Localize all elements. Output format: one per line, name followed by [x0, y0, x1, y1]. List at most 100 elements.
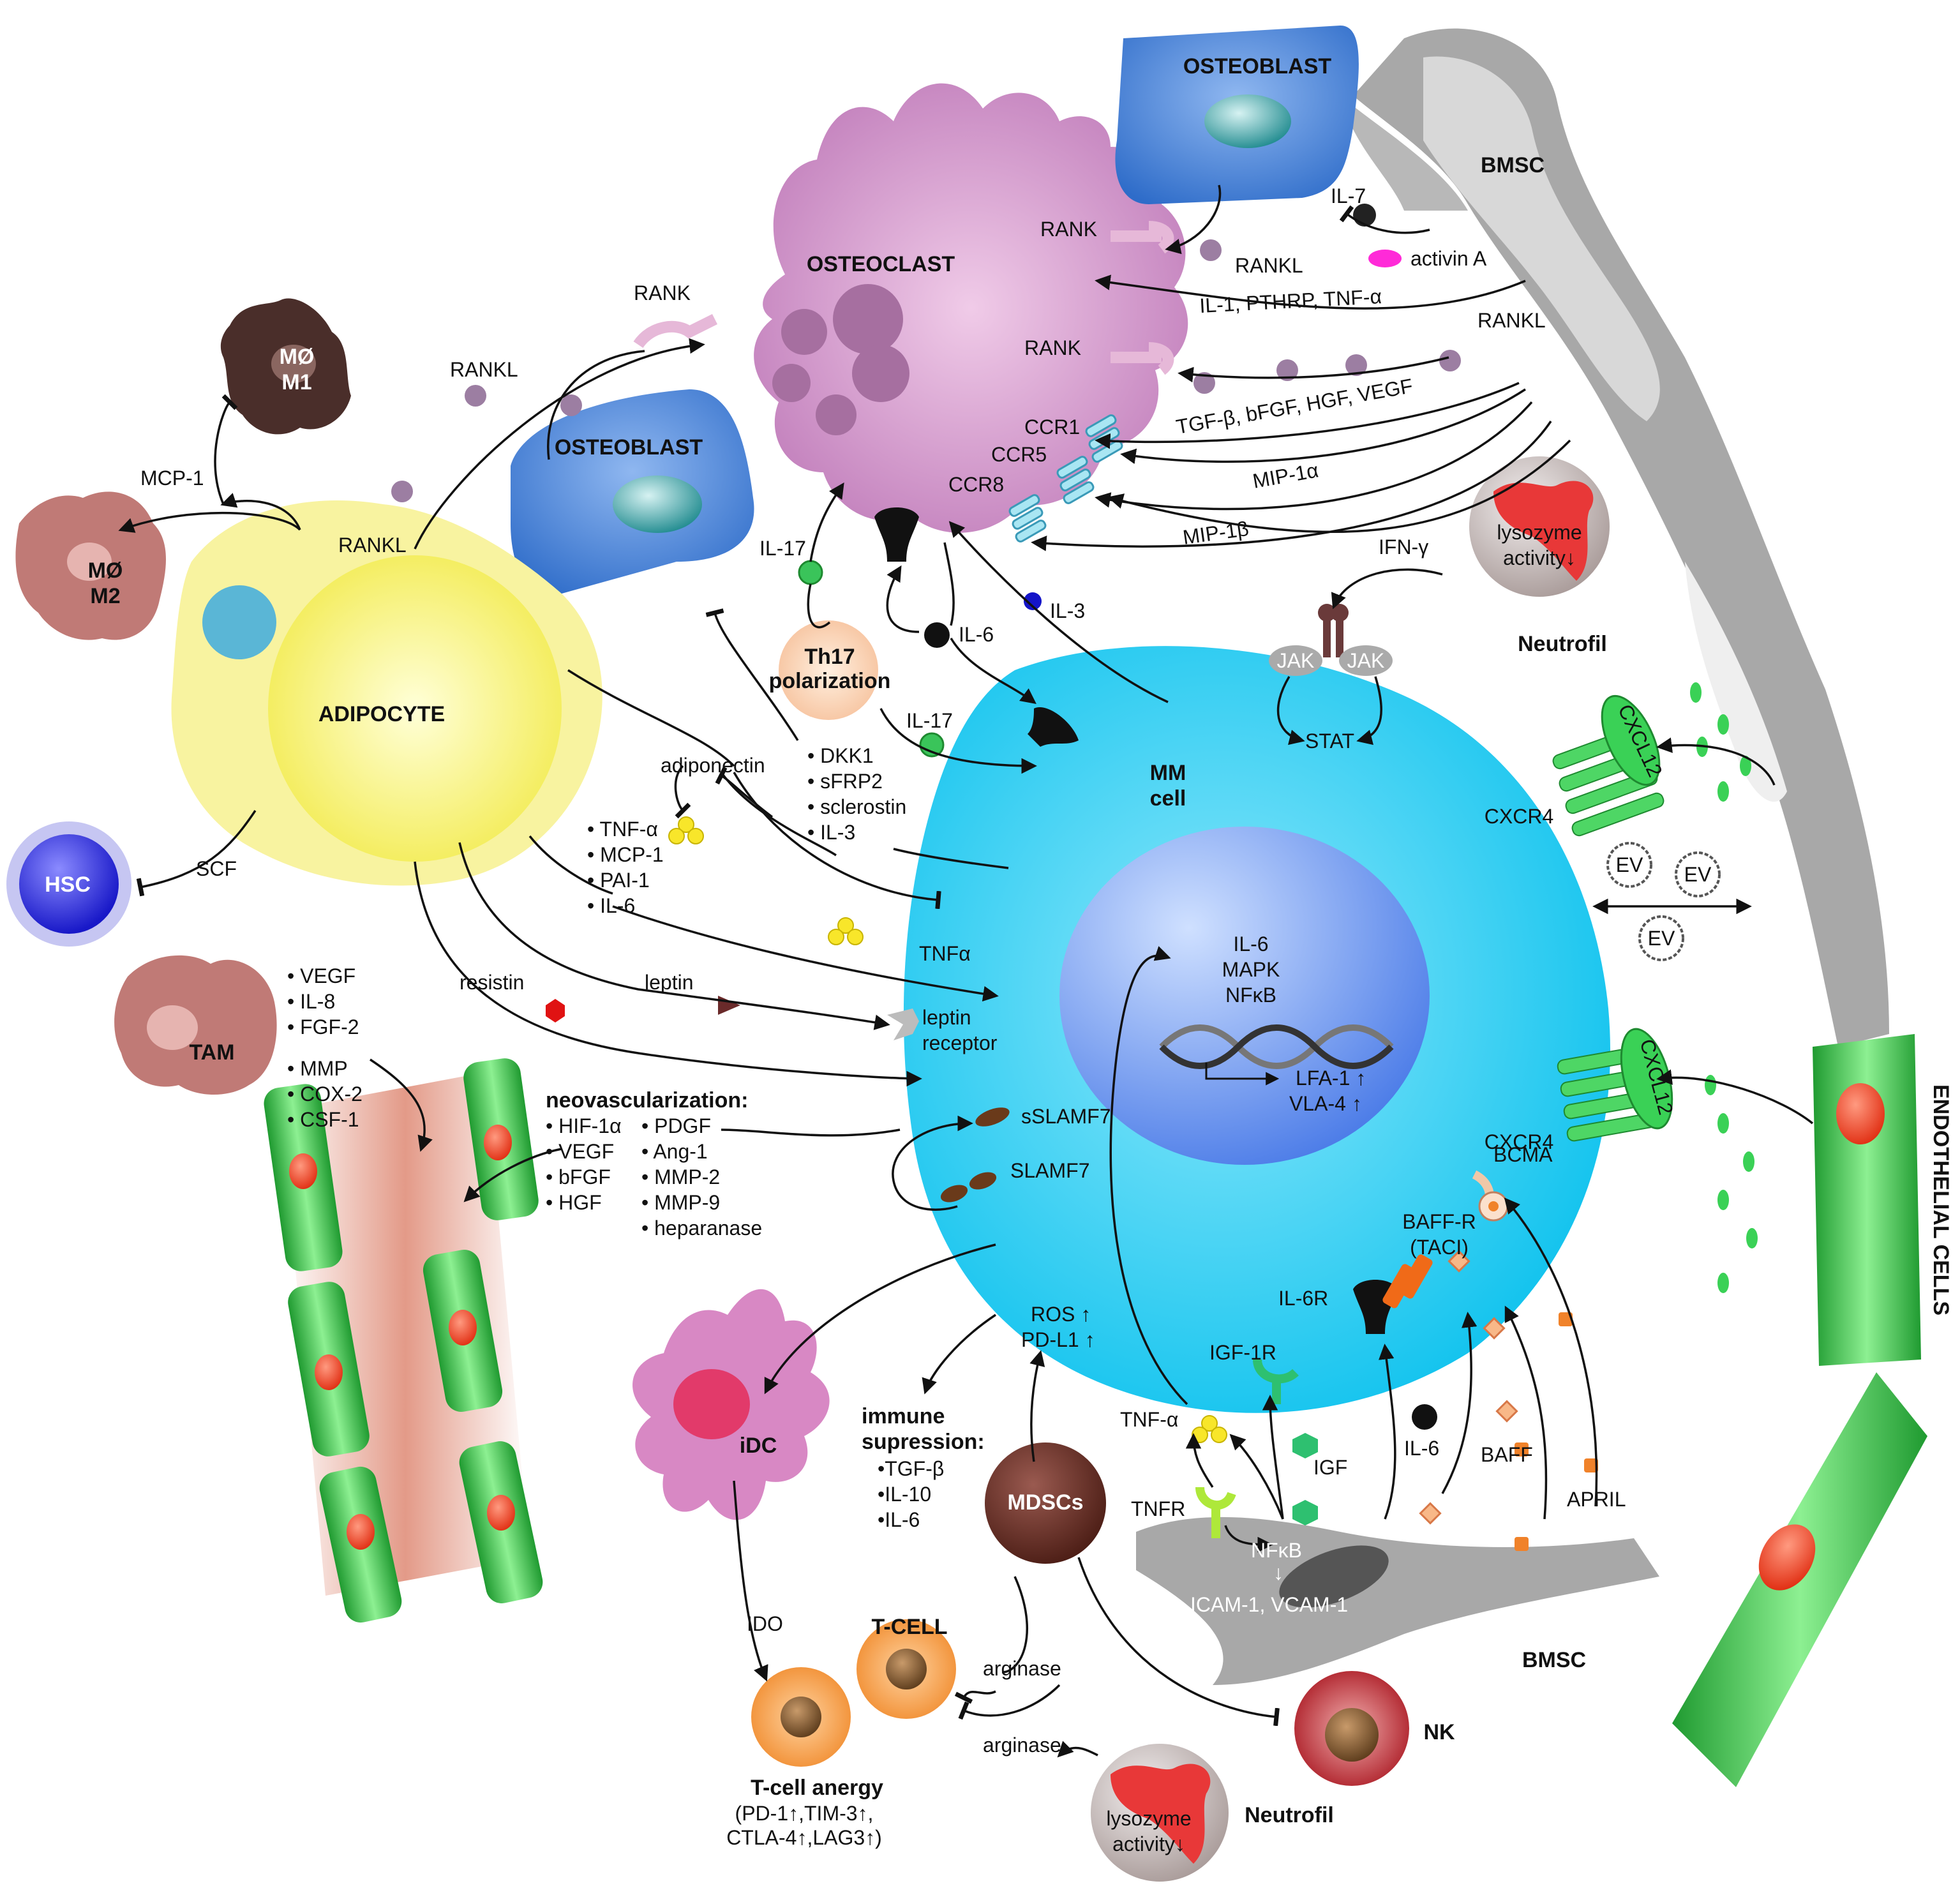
jak-1-label: JAK — [1277, 649, 1315, 672]
neovasc-title: neovascularization: — [546, 1088, 748, 1113]
mo-m2-label-1: MØ — [88, 558, 123, 583]
lysozyme-bottom-1: lysozyme — [1106, 1807, 1191, 1830]
baff-particles — [1419, 1250, 1518, 1525]
rank-receptors — [633, 221, 1174, 375]
adip-list-1: • MCP-1 — [587, 843, 664, 866]
baffr-label-2: (TACI) — [1410, 1236, 1469, 1259]
tnfa-mid-label: TNFα — [919, 942, 971, 965]
t-cell-label: T-CELL — [872, 1615, 948, 1639]
tam-list1-2: • FGF-2 — [287, 1015, 359, 1038]
neovasc-col2-2: • MMP-2 — [641, 1165, 720, 1188]
ev-vesicles: EV EV EV — [1606, 842, 1721, 961]
th17-cell: Th17 polarization — [769, 620, 890, 720]
nk-cell: NK — [1294, 1671, 1455, 1786]
tam-list2-1: • COX-2 — [287, 1083, 363, 1105]
tam-list2-0: • MMP — [287, 1057, 348, 1080]
dkk-list-1: • sFRP2 — [807, 770, 883, 793]
rankl-label-3: RANKL — [450, 358, 518, 381]
jak-stat-receptor: JAK JAK — [1269, 604, 1393, 676]
ev-vesicle: EV — [1606, 842, 1652, 888]
tnfa-particle-bottom — [1192, 1415, 1227, 1443]
bmsc-bottom-label: BMSC — [1522, 1648, 1586, 1672]
mdscs-cell: MDSCs — [985, 1442, 1106, 1564]
bmsc-stroma-right — [1340, 28, 1889, 1047]
activin-label: activin A — [1410, 247, 1487, 270]
bcma-icon — [1472, 1170, 1509, 1222]
pdl1-label: PD-L1 ↑ — [1021, 1328, 1095, 1351]
nucleus-label-1: MAPK — [1222, 958, 1280, 981]
svg-text:EV: EV — [1616, 853, 1643, 876]
lysozyme-bottom-2: activity↓ — [1112, 1832, 1185, 1855]
osteoclast-label: OSTEOCLAST — [807, 252, 955, 276]
mip1b-label: MIP-1β — [1181, 517, 1250, 549]
arginase-label-1: arginase — [983, 1657, 1061, 1680]
lysozyme-top-2: activity↓ — [1503, 546, 1576, 569]
dkk-list-2: • sclerostin — [807, 795, 906, 818]
neovasc-col2-0: • PDGF — [641, 1114, 711, 1137]
macrophage-m2: MØ M2 — [15, 491, 167, 640]
baff-label: BAFF — [1481, 1443, 1533, 1466]
immune-list-2: •IL-6 — [878, 1508, 920, 1531]
tam-list1-1: • IL-8 — [287, 990, 335, 1013]
april-label: APRIL — [1567, 1488, 1626, 1511]
ccr8-label: CCR8 — [948, 473, 1004, 496]
ev-vesicle: EV — [1675, 851, 1721, 897]
nk-label: NK — [1423, 1720, 1455, 1744]
idc-cell: iDC — [632, 1289, 830, 1520]
cxcr4-receptor-top: CXCL12 CXCR4 — [1485, 694, 1667, 837]
adipocyte: ADIPOCYTE — [171, 500, 602, 886]
rankl-particles — [391, 239, 1461, 502]
resistin-particle — [546, 999, 565, 1023]
nucleus-label-0: IL-6 — [1233, 933, 1268, 955]
neovasc-col1-3: • HGF — [546, 1191, 602, 1214]
tam-label: TAM — [189, 1040, 234, 1065]
il17-particle-a — [798, 560, 823, 585]
mo-m1-label-1: MØ — [280, 345, 315, 369]
t-cells: T-CELL T-cell anergy (PD-1↑,TIM-3↑, CTLA… — [726, 1615, 956, 1849]
il3-label: IL-3 — [1050, 599, 1085, 622]
cxcr4-bottom-label: CXCR4 — [1485, 1130, 1553, 1153]
adip-list-0: • TNF-α — [587, 818, 658, 841]
slamf7-icon — [940, 1107, 1010, 1202]
immune-title-1: immune — [862, 1404, 945, 1428]
bmsc-top-label: BMSC — [1481, 153, 1545, 177]
il6-particle-top — [924, 622, 950, 648]
svg-text:EV: EV — [1648, 927, 1675, 950]
igf1r-label: IGF-1R — [1209, 1341, 1276, 1364]
adipocyte-label: ADIPOCYTE — [318, 702, 445, 726]
nfkb-bottom-label: NFκB — [1251, 1539, 1302, 1562]
stat-label: STAT — [1305, 730, 1354, 753]
hsc-cell: HSC — [6, 821, 131, 947]
immune-list-1: •IL-10 — [878, 1483, 931, 1506]
baffr-label-1: BAFF-R — [1402, 1210, 1476, 1233]
tnfa-particle-adip — [668, 816, 704, 844]
scf-label: SCF — [196, 857, 237, 880]
cxcl12-particles — [1690, 682, 1758, 1293]
leptin-receptor-label-1: leptin — [922, 1006, 971, 1029]
tam-cell: TAM — [114, 955, 277, 1095]
idc-label: iDC — [740, 1434, 777, 1458]
dkk-list-3: • IL-3 — [807, 821, 855, 844]
neutrofil-bottom: lysozyme activity↓ Neutrofil — [1091, 1744, 1334, 1882]
lysozyme-top-1: lysozyme — [1497, 521, 1582, 544]
tam-list1-0: • VEGF — [287, 964, 355, 987]
il1-label: IL-1, PTHRP, TNF-α — [1199, 285, 1382, 317]
immune-title-2: supression: — [862, 1430, 985, 1454]
il6-receptors — [874, 507, 1398, 1334]
vla-label: VLA-4 ↑ — [1289, 1092, 1362, 1115]
neovasc-col2-4: • heparanase — [641, 1217, 762, 1240]
tam-list2-2: • CSF-1 — [287, 1108, 359, 1131]
ido-label: IDO — [747, 1612, 783, 1635]
adip-list-2: • PAI-1 — [587, 869, 650, 892]
dkk-list-0: • DKK1 — [807, 744, 874, 767]
macrophage-m1: MØ M1 — [220, 298, 351, 435]
anergy-list-1: (PD-1↑,TIM-3↑, — [735, 1802, 874, 1825]
lfa-label: LFA-1 ↑ — [1296, 1067, 1366, 1090]
neutrofil-bottom-label: Neutrofil — [1245, 1803, 1334, 1827]
endothelial-cells: ENDOTHELIAL CELLS — [1672, 1034, 1953, 1787]
il6-bottom-label: IL-6 — [1404, 1437, 1439, 1460]
rank-label-3: RANK — [1024, 336, 1081, 359]
baffr-icon — [1382, 1254, 1433, 1308]
osteoclast: OSTEOCLAST — [754, 83, 1188, 533]
